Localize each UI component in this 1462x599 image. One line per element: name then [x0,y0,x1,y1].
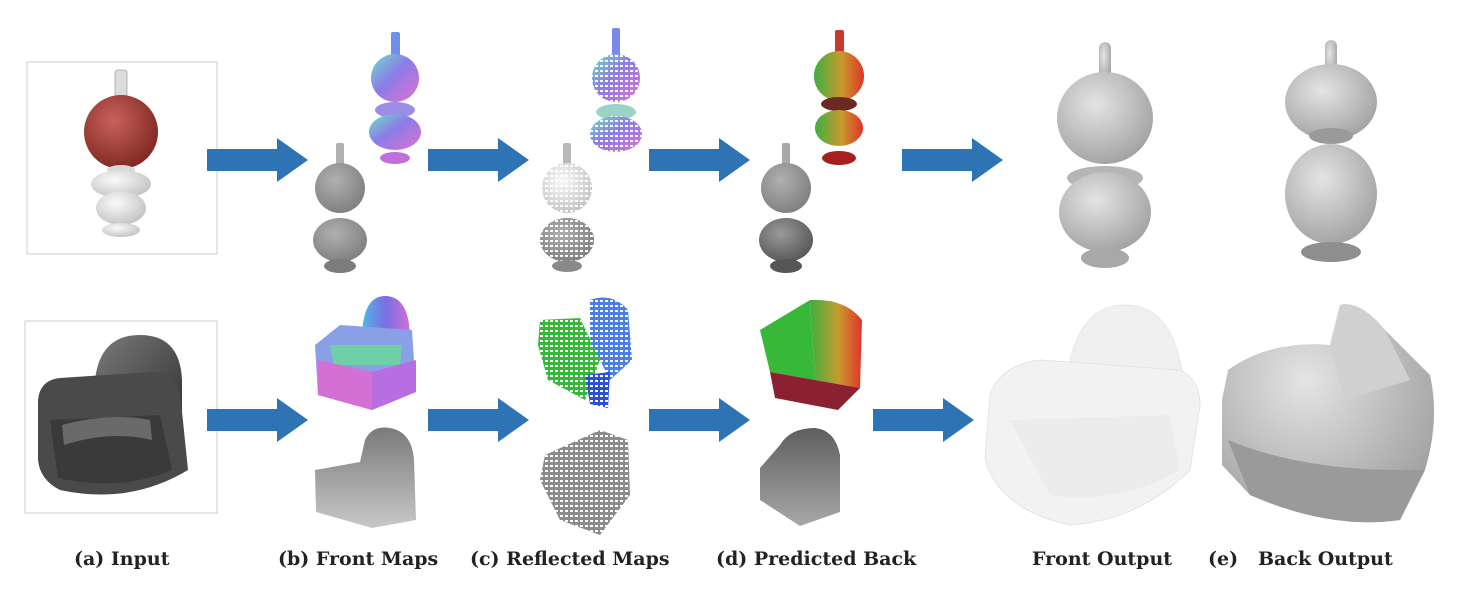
arrow-icon [428,138,529,182]
reflected-normal-map-chair [536,296,634,411]
caption-back-output: Back Output [1258,548,1393,570]
arrow-icon [207,138,308,182]
back-output-vase [1285,40,1377,262]
front-output-chair [984,304,1201,526]
reflected-depth-map-chair [536,426,634,538]
reflected-normal-map-vase [590,28,642,152]
front-output-vase [1057,42,1153,268]
arrow-icon [428,398,529,442]
caption-front-output: Front Output [1032,548,1173,570]
back-output-chair [1222,304,1434,523]
caption-predicted-back: (d) Predicted Back [716,548,917,570]
arrow-icon [902,138,1003,182]
input-vase-frame [26,61,218,255]
caption-reflected-maps: (c) Reflected Maps [470,548,670,570]
caption-back-output-letter: (e) [1208,548,1239,570]
arrow-icon [873,398,974,442]
caption-input: (a) Input [74,548,170,570]
front-depth-map-vase [313,143,367,273]
predicted-back-depth-vase [759,143,813,273]
arrow-icon [649,398,750,442]
predicted-back-depth-chair [760,428,840,526]
arrow-icon [649,138,750,182]
front-depth-map-chair [315,427,416,528]
arrow-icon [207,398,308,442]
predicted-back-normal-vase [814,30,864,165]
reflected-depth-map-vase [540,143,594,272]
front-normal-map-chair [315,296,416,410]
predicted-back-normal-chair [760,299,862,410]
front-normal-map-vase [369,32,421,164]
caption-front-maps: (b) Front Maps [278,548,439,570]
input-chair-frame [24,320,218,514]
